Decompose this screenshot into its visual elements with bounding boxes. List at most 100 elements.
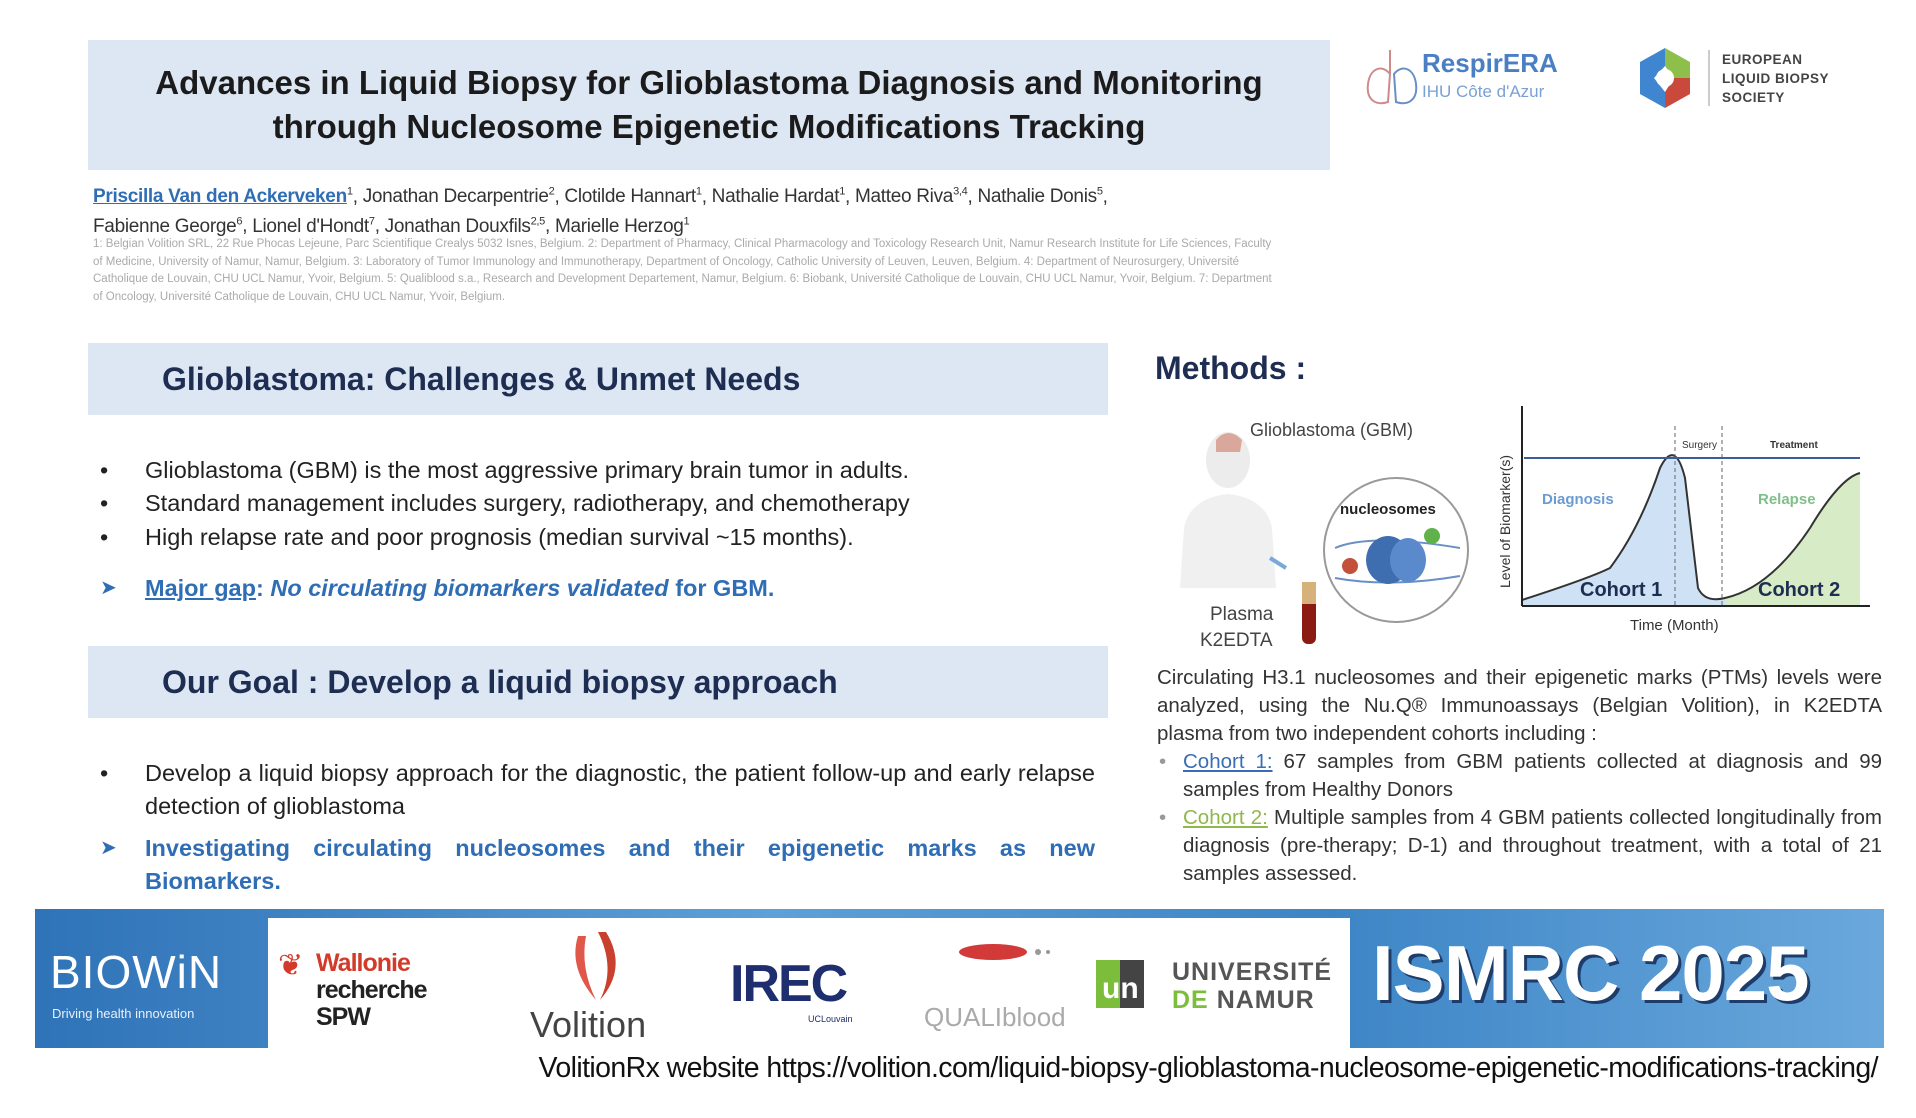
cohort-item: •Cohort 1: 67 samples from GBM patients … [1159, 750, 1882, 801]
qualiblood-drop-icon [959, 944, 1050, 960]
author-name: Jonathan Douxfils [384, 215, 531, 237]
diagnosis-label: Diagnosis [1542, 491, 1614, 508]
author-affiliation-index: 1 [346, 186, 353, 198]
author-affiliation-index: 5 [1096, 186, 1103, 198]
elbs-line-3: SOCIETY [1722, 90, 1785, 105]
bullet-text: Standard management includes surgery, ra… [145, 490, 910, 516]
bullet-text: High relapse rate and poor prognosis (me… [145, 524, 854, 550]
highlight-text: Investigating circulating nucleosomes an… [145, 835, 1095, 894]
goal-highlight: ➤ Investigating circulating nucleosomes a… [100, 832, 1100, 898]
author-affiliation-index: 1 [695, 186, 702, 198]
title-line-2: through Nucleosome Epigenetic Modificati… [272, 108, 1146, 145]
author-affiliation-index: 3,4 [953, 186, 968, 198]
relapse-label: Relapse [1758, 491, 1816, 508]
blood-tube-icon [1302, 582, 1316, 644]
gbm-label: Glioblastoma (GBM) [1250, 420, 1413, 440]
section-goal-title: Our Goal : Develop a liquid biopsy appro… [162, 664, 838, 700]
lungs-icon [1366, 50, 1418, 105]
nucleosomes-label: nucleosomes [1340, 501, 1436, 518]
volition-logo: Volition [530, 1004, 647, 1045]
unamur-mark-icon: un [1096, 960, 1144, 1008]
plasma-label: Plasma [1210, 604, 1274, 625]
bullet-item: •Standard management includes surgery, r… [100, 487, 1100, 520]
poster-title: Advances in Liquid Biopsy for Glioblasto… [88, 40, 1330, 170]
author: Nathalie Donis5 [977, 186, 1102, 207]
gap-end: for GBM. [668, 575, 775, 601]
bullet-item: •Glioblastoma (GBM) is the most aggressi… [100, 454, 1100, 487]
section-goal-header: Our Goal : Develop a liquid biopsy appro… [88, 646, 1108, 718]
k2edta-label: K2EDTA [1200, 630, 1273, 651]
elbs-line-1: EUROPEAN [1722, 52, 1803, 67]
author: Clotilde Hannart1 [564, 186, 702, 208]
wallonie-text: Wallonie [316, 949, 411, 977]
author: Jonathan Decarpentrie2 [363, 186, 555, 207]
author-name: Nathalie Hardat [711, 186, 840, 208]
author-affiliation-index: 1 [839, 186, 846, 198]
methods-intro: Circulating H3.1 nucleosomes and their e… [1157, 666, 1882, 745]
major-gap: ➤ Major gap: No circulating biomarkers v… [100, 572, 1100, 605]
cohort1-text: 67 samples from GBM patients collected a… [1183, 750, 1882, 801]
author-affiliation-index: 7 [368, 215, 375, 228]
methods-diagram: Glioblastoma (GBM) Plasma K2EDTA nucleos… [1180, 406, 1870, 651]
irec-sub: UCLouvain [808, 1014, 853, 1024]
gap-label: Major gap [145, 575, 256, 601]
universite-text: UNIVERSITÉ [1172, 958, 1333, 986]
elbs-line-2: LIQUID BIOPSY [1722, 71, 1830, 86]
nucleosome-icon [1334, 528, 1461, 584]
gap-sep: : [255, 575, 271, 601]
surgery-label: Surgery [1682, 440, 1717, 451]
cohort2-text: Multiple samples from 4 GBM patients col… [1183, 806, 1882, 885]
section-challenges-header: Glioblastoma: Challenges & Unmet Needs [88, 343, 1108, 415]
rooster-icon: ❦ [278, 949, 304, 982]
author-affiliation-index: 2,5 [530, 215, 546, 228]
volition-mark-icon [575, 932, 616, 1000]
section-challenges-title: Glioblastoma: Challenges & Unmet Needs [162, 361, 801, 397]
qualiblood-logo: QUALIblood [924, 1002, 1066, 1032]
author: Lionel d'Hondt7 [252, 215, 375, 237]
spw-text: SPW [316, 1003, 371, 1031]
cohort-item: •Cohort 2: Multiple samples from 4 GBM p… [1159, 806, 1882, 885]
methods-title: Methods : [1155, 350, 1307, 386]
author-name: Clotilde Hannart [564, 186, 696, 208]
cohort2-label: Cohort 2 [1758, 579, 1840, 601]
bullet-text: Glioblastoma (GBM) is the most aggressiv… [145, 457, 910, 483]
arrow-bullet-icon: ➤ [100, 837, 117, 859]
bullet-text: Develop a liquid biopsy approach for the… [145, 760, 1095, 819]
cohort1-link: Cohort 1: [1183, 750, 1273, 773]
treatment-label: Treatment [1770, 440, 1818, 451]
author-name: Fabienne George [93, 215, 237, 237]
svg-text:un: un [1102, 972, 1139, 1005]
author-name: Nathalie Donis [977, 186, 1097, 208]
author: Fabienne George6 [93, 215, 243, 237]
source-caption: VolitionRx website https://volition.com/… [538, 1052, 1879, 1084]
bullet-item: •High relapse rate and poor prognosis (m… [100, 521, 1100, 554]
partner-logos: ❦ Wallonie recherche SPW Volition IREC U… [268, 918, 1350, 1048]
author-affiliation-index: 1 [683, 215, 690, 228]
author-name: Jonathan Decarpentrie [362, 186, 549, 208]
cohort1-label: Cohort 1 [1580, 579, 1662, 601]
elbs-hexagon-icon [1640, 48, 1690, 108]
cohort2-link: Cohort 2: [1183, 806, 1268, 829]
respirera-name: RespirERA [1422, 48, 1558, 78]
author-name: Lionel d'Hondt [252, 215, 369, 237]
author: Nathalie Hardat1 [711, 186, 846, 208]
patient-silhouette-icon [1180, 432, 1288, 588]
x-axis-label: Time (Month) [1630, 617, 1719, 634]
author: Priscilla Van den Ackerveken1 [93, 186, 353, 207]
title-line-1: Advances in Liquid Biopsy for Glioblasto… [155, 64, 1263, 101]
respirera-logo: RespirERA IHU Côte d'Azur [1362, 44, 1602, 114]
author: Matteo Riva3,4 [855, 186, 968, 208]
affiliations: 1: Belgian Volition SRL, 22 Rue Phocas L… [93, 238, 1272, 303]
author-list: Priscilla Van den Ackerveken1, Jonathan … [93, 186, 1108, 237]
respirera-sub: IHU Côte d'Azur [1422, 82, 1545, 101]
author-name: Priscilla Van den Ackerveken [93, 186, 347, 208]
author-affiliation-index: 6 [236, 215, 243, 228]
recherche-text: recherche [316, 976, 428, 1004]
ismrc-logo: ISMRC 2025 [1372, 929, 1810, 1017]
arrow-bullet-icon: ➤ [100, 577, 117, 599]
author: Jonathan Douxfils2,5 [384, 215, 546, 237]
elbs-logo: EUROPEAN LIQUID BIOPSY SOCIETY [1634, 44, 1894, 114]
bullet-item: •Develop a liquid biopsy approach for th… [100, 757, 1100, 823]
author-name: Matteo Riva [855, 186, 954, 208]
author-name: Marielle Herzog [554, 215, 684, 237]
